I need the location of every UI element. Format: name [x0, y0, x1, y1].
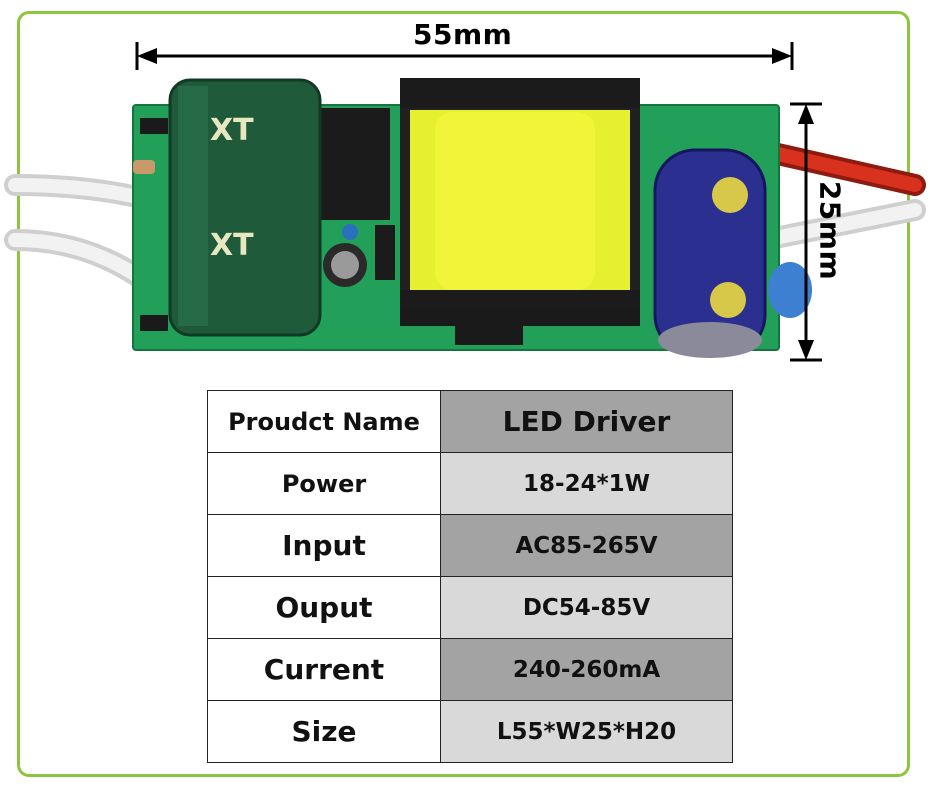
small-capacitor	[323, 224, 367, 287]
spec-key: Ouput	[207, 576, 441, 639]
output-wires	[749, 139, 926, 251]
height-dimension-arrow	[790, 102, 822, 362]
spec-value: DC54-85V	[440, 576, 733, 639]
spec-value: 18-24*1W	[440, 452, 733, 515]
spec-value: L55*W25*H20	[440, 700, 733, 763]
product-frame	[17, 11, 910, 777]
spec-value: AC85-265V	[440, 514, 733, 577]
green-capacitor: XT XT	[168, 78, 322, 337]
spec-key: Input	[207, 514, 441, 577]
height-dimension-label: 25mm	[813, 180, 847, 281]
table-row: Ouput DC54-85V	[207, 576, 733, 639]
table-row: Input AC85-265V	[207, 514, 733, 577]
width-dimension-arrow	[135, 42, 794, 70]
spec-key: Current	[207, 638, 441, 701]
svg-text:XT: XT	[210, 228, 254, 263]
spec-value: 240-260mA	[440, 638, 733, 701]
spec-table: Proudct Name LED Driver Power 18-24*1W I…	[207, 390, 733, 763]
table-row: Size L55*W25*H20	[207, 700, 733, 763]
table-row: Proudct Name LED Driver	[207, 390, 733, 453]
transformer	[400, 78, 640, 326]
blue-capacitor	[653, 148, 767, 358]
input-wires	[4, 174, 161, 296]
svg-text:XT: XT	[210, 113, 254, 148]
spec-value: LED Driver	[440, 390, 733, 453]
table-row: Current 240-260mA	[207, 638, 733, 701]
table-row: Power 18-24*1W	[207, 452, 733, 515]
spec-key: Power	[207, 452, 441, 515]
product-photo: XT XT	[4, 42, 926, 362]
width-dimension-label: 55mm	[413, 18, 513, 51]
spec-key: Size	[207, 700, 441, 763]
spec-key: Proudct Name	[207, 390, 441, 453]
